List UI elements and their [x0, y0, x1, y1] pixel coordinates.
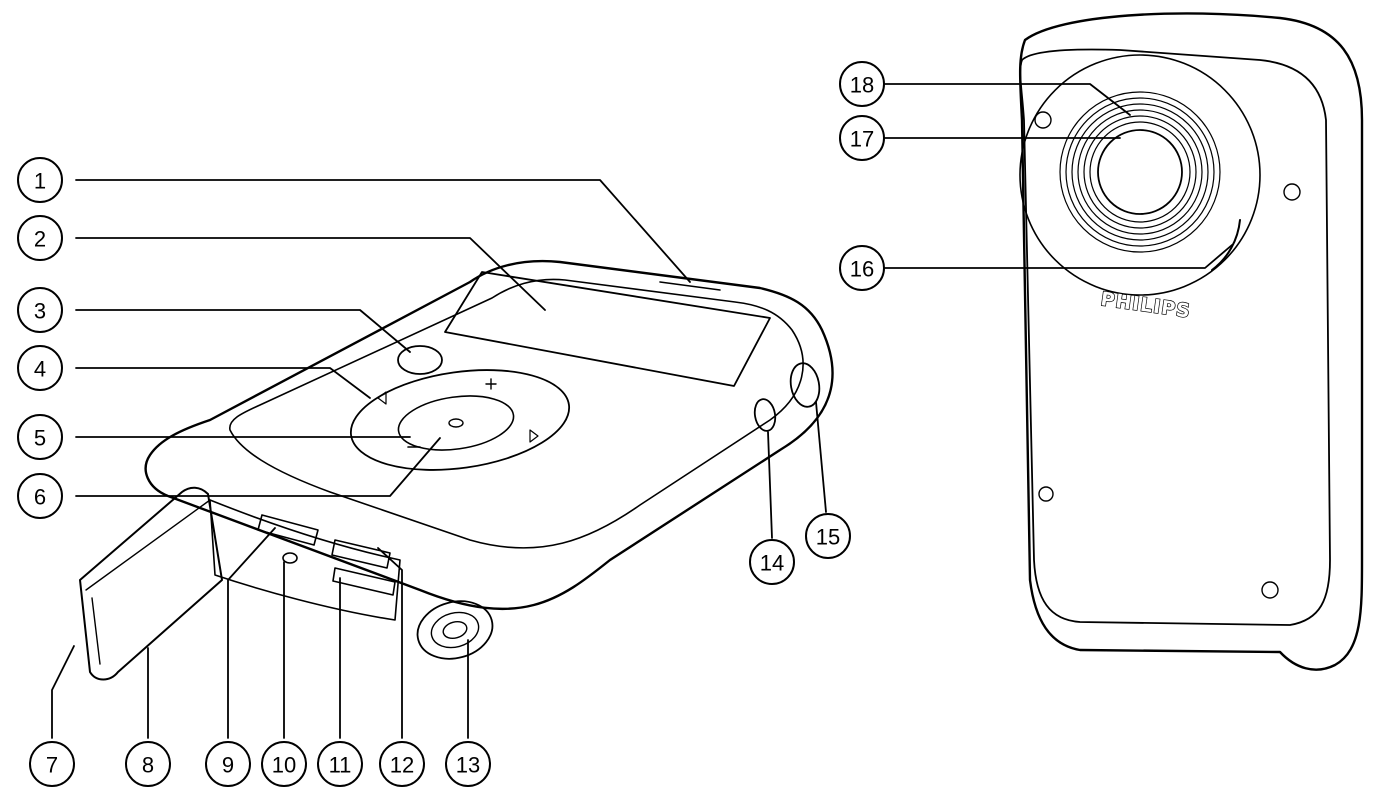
callout-12: 12: [379, 741, 425, 787]
leader-6: [75, 437, 441, 497]
callout-13: 13: [445, 741, 491, 787]
side-small-button: [753, 398, 777, 432]
svg-text:14: 14: [760, 551, 784, 576]
svg-text:15: 15: [816, 525, 840, 550]
usb-port: [257, 514, 319, 546]
lens-glass: [1097, 129, 1183, 215]
connector-cover-flap: [79, 486, 223, 681]
svg-text:6: 6: [34, 485, 46, 510]
svg-text:17: 17: [850, 127, 874, 152]
dpad-outer: [349, 369, 571, 471]
callout-8: 8: [125, 741, 171, 787]
memory-card-slot: [332, 567, 396, 596]
leader-9: [227, 527, 276, 739]
camcorder-front-view: [79, 260, 834, 681]
rear-body-outline: [1018, 12, 1364, 671]
leader-1: [75, 179, 691, 283]
lens-rings: [1059, 91, 1221, 253]
hdmi-port: [331, 539, 391, 569]
callout-10: 10: [261, 741, 307, 787]
svg-text:16: 16: [850, 257, 874, 282]
callout-6: 6: [17, 473, 63, 519]
lens-outer-bezel: [1019, 54, 1261, 296]
rear-back-panel: [1019, 48, 1331, 626]
tripod-socket-outer: [416, 600, 494, 660]
dpad-inner: [397, 395, 515, 451]
callout-17: 17: [839, 115, 885, 161]
leader-4: [75, 367, 371, 399]
tripod-socket-ring: [430, 611, 480, 649]
callout-1: 1: [17, 157, 63, 203]
rear-indicator-slot: [1211, 219, 1241, 271]
svg-text:10: 10: [272, 753, 296, 778]
callout-5: 5: [17, 414, 63, 460]
svg-text:7: 7: [46, 753, 58, 778]
callout-16: 16: [839, 245, 885, 291]
svg-text:8: 8: [142, 753, 154, 778]
dpad-left-arrow: [377, 391, 387, 405]
record-button: [397, 345, 443, 375]
svg-text:11: 11: [329, 753, 352, 778]
camcorder-rear-view: PHILIPS: [1018, 12, 1364, 671]
leader-lines: [51, 83, 1233, 739]
leader-7: [51, 645, 75, 739]
front-top-slot: [659, 281, 721, 291]
callout-18: 18: [839, 61, 885, 107]
svg-text:4: 4: [34, 357, 46, 382]
svg-text:5: 5: [34, 426, 46, 451]
leader-14: [767, 431, 773, 539]
tripod-socket-inner: [442, 620, 468, 640]
callout-4: 4: [17, 345, 63, 391]
rear-screws: [1034, 111, 1301, 599]
callout-11: 11: [317, 741, 363, 787]
philips-logo: PHILIPS: [1099, 288, 1192, 322]
callout-markers: 1 2 3 4 5 6 7 8 9 10 11 12 13 14 15 16 1…: [17, 61, 885, 787]
svg-text:18: 18: [850, 73, 874, 98]
svg-text:3: 3: [34, 299, 46, 324]
callout-3: 3: [17, 287, 63, 333]
dpad-right-arrow: [529, 429, 539, 443]
leader-18: [883, 83, 1131, 116]
svg-text:2: 2: [34, 227, 46, 252]
dpad-center-dot: [448, 418, 464, 428]
leader-15: [815, 401, 827, 513]
connector-cavity: [209, 499, 401, 621]
callout-14: 14: [749, 539, 795, 585]
callout-9: 9: [205, 741, 251, 787]
callout-2: 2: [17, 215, 63, 261]
leader-12: [377, 547, 403, 739]
svg-text:9: 9: [222, 753, 234, 778]
front-top-face-rim: [229, 278, 804, 549]
leader-2: [75, 237, 546, 311]
side-large-button: [789, 362, 821, 408]
svg-text:12: 12: [390, 753, 414, 778]
leader-16: [883, 244, 1233, 269]
svg-text:1: 1: [34, 169, 46, 194]
leader-3: [75, 309, 411, 353]
front-body-outline: [144, 260, 834, 611]
dpad-plus: [485, 378, 497, 390]
reset-hole: [282, 552, 298, 564]
front-screen: [444, 271, 771, 387]
callout-7: 7: [29, 741, 75, 787]
svg-text:13: 13: [456, 753, 480, 778]
callout-15: 15: [805, 513, 851, 559]
connector-cover-flap-edge: [85, 499, 211, 665]
